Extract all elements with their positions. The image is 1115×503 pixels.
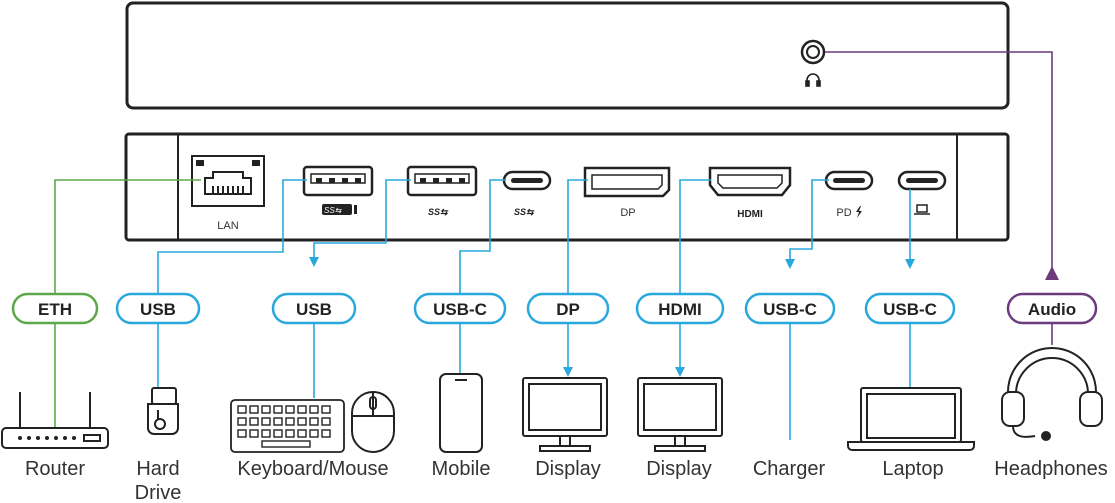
device-label-laptop: Laptop bbox=[882, 458, 943, 480]
hdmi-port[interactable] bbox=[708, 166, 792, 197]
device-label-headphones: Headphones bbox=[994, 458, 1107, 480]
svg-text:USB: USB bbox=[140, 300, 176, 319]
connection-pill-hdmi: HDMI bbox=[635, 292, 725, 325]
usb-c-port-1[interactable] bbox=[502, 170, 552, 191]
device-label-keyboard-mouse: Keyboard/Mouse bbox=[237, 458, 388, 480]
headphone-icon bbox=[805, 73, 821, 87]
device-label-hard-drive-line2: Drive bbox=[135, 482, 182, 503]
connection-pill-usb2: USB bbox=[271, 292, 357, 325]
svg-text:DP: DP bbox=[556, 300, 580, 319]
display-icon bbox=[522, 377, 608, 452]
hdmi-logo: HDMI bbox=[737, 209, 763, 220]
usb-superspeed-icon: SS⇆ bbox=[514, 207, 535, 217]
connection-pill-usbc3: USB-C bbox=[864, 292, 956, 325]
mouse-icon bbox=[351, 391, 395, 453]
usbc2-cable bbox=[785, 179, 829, 440]
svg-text:USB: USB bbox=[296, 300, 332, 319]
audio-cable bbox=[825, 51, 1059, 345]
display-icon bbox=[637, 377, 723, 452]
connection-pill-eth: ETH bbox=[11, 292, 99, 325]
svg-text:SS⇆: SS⇆ bbox=[324, 206, 343, 215]
usb-superspeed-icon: SS⇆ bbox=[428, 207, 449, 217]
device-label-mobile: Mobile bbox=[432, 458, 491, 480]
usbc1-cable bbox=[459, 179, 506, 374]
device-label-router: Router bbox=[25, 458, 85, 480]
usb-superspeed-charging-icon: SS⇆ bbox=[322, 204, 357, 215]
device-label-display-hdmi: Display bbox=[646, 458, 712, 480]
device-label-display-dp: Display bbox=[535, 458, 601, 480]
connection-pill-usb1: USB bbox=[115, 292, 201, 325]
pd-port-label: PD bbox=[836, 207, 851, 219]
svg-text:HDMI: HDMI bbox=[658, 300, 701, 319]
usb-c-pd-port[interactable] bbox=[824, 170, 874, 191]
dp-cable bbox=[563, 179, 588, 377]
headphones-icon bbox=[1001, 347, 1103, 441]
device-label-hard-drive-line1: Hard bbox=[136, 458, 179, 480]
usb-a-port-1[interactable] bbox=[302, 165, 374, 197]
router-icon bbox=[1, 392, 109, 449]
lan-port-label: LAN bbox=[217, 220, 238, 232]
svg-text:USB-C: USB-C bbox=[433, 300, 487, 319]
svg-text:USB-C: USB-C bbox=[883, 300, 937, 319]
hard-drive-icon bbox=[147, 387, 179, 435]
keyboard-icon bbox=[230, 399, 345, 453]
dp-port[interactable] bbox=[583, 166, 671, 198]
usb-a-port-2[interactable] bbox=[406, 165, 478, 197]
eth-cable bbox=[54, 179, 201, 428]
usb1-cable bbox=[157, 179, 307, 388]
dp-port-label: DP bbox=[620, 207, 635, 219]
hdmi-cable bbox=[675, 179, 711, 377]
svg-text:USB-C: USB-C bbox=[763, 300, 817, 319]
connection-pill-dp: DP bbox=[526, 292, 610, 325]
laptop-icon bbox=[914, 204, 930, 215]
headphone-jack[interactable] bbox=[800, 39, 826, 65]
usb2-cable bbox=[309, 179, 411, 398]
svg-text:Audio: Audio bbox=[1028, 300, 1076, 319]
connection-pill-audio: Audio bbox=[1006, 292, 1098, 325]
top-unit bbox=[125, 1, 1010, 110]
lan-port[interactable] bbox=[191, 155, 265, 207]
connection-pill-usbc2: USB-C bbox=[744, 292, 836, 325]
usb-c-laptop-port[interactable] bbox=[897, 170, 947, 191]
lightning-icon bbox=[856, 206, 862, 218]
connection-pill-usbc1: USB-C bbox=[413, 292, 507, 325]
mobile-phone-icon bbox=[439, 373, 483, 453]
svg-text:ETH: ETH bbox=[38, 300, 72, 319]
device-label-charger: Charger bbox=[753, 458, 826, 480]
laptop-device-icon bbox=[847, 387, 975, 451]
